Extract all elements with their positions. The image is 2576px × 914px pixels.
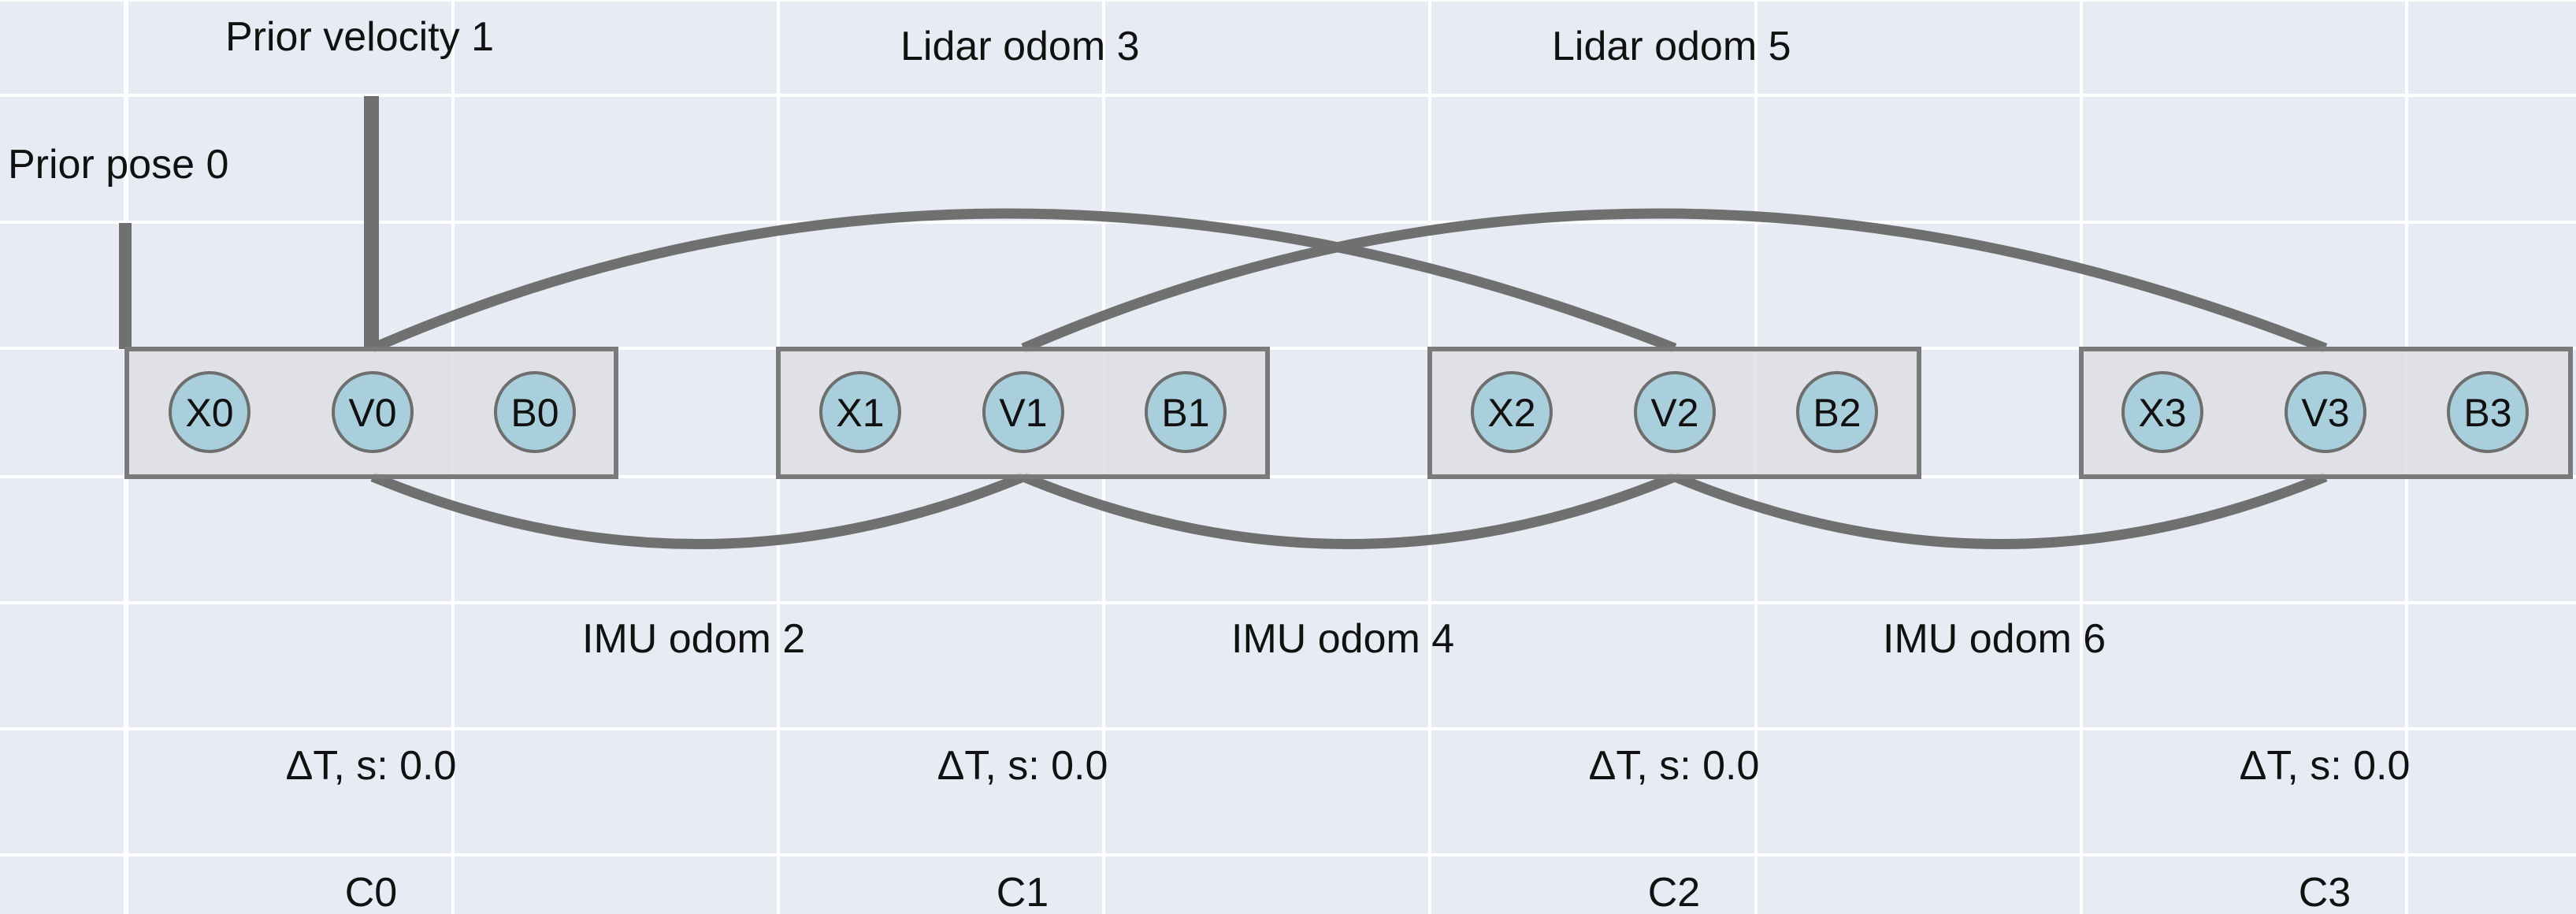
variable-group-1: X1 V1 B1 bbox=[776, 347, 1270, 479]
velocity-node[interactable] bbox=[332, 371, 414, 453]
node-label: V1 bbox=[999, 391, 1047, 435]
imu-odom-edge-2 bbox=[370, 471, 1026, 549]
dt-label-1: ΔT, s: 0.0 bbox=[937, 743, 1108, 789]
lidar-odom-edge-3 bbox=[370, 208, 1677, 354]
imu-odom-edges bbox=[370, 471, 2328, 549]
velocity-node[interactable] bbox=[2285, 371, 2366, 453]
prior-pose-factor-bar bbox=[119, 223, 132, 349]
column-label-1: C1 bbox=[997, 870, 1049, 914]
bias-node[interactable] bbox=[2447, 371, 2529, 453]
node-label: B1 bbox=[1161, 391, 1209, 435]
bias-node[interactable] bbox=[494, 371, 576, 453]
column-label-0: C0 bbox=[345, 870, 397, 914]
pose-node[interactable] bbox=[169, 371, 251, 453]
node-label: X2 bbox=[1487, 391, 1535, 435]
node-label: B2 bbox=[1813, 391, 1861, 435]
node-label: V3 bbox=[2301, 391, 2349, 435]
column-label-3: C3 bbox=[2299, 870, 2351, 914]
variable-group-3: X3 V3 B3 bbox=[2079, 347, 2573, 479]
node-label: B0 bbox=[510, 391, 559, 435]
prior-velocity-factor-bar bbox=[364, 96, 379, 349]
bias-node[interactable] bbox=[1796, 371, 1878, 453]
prior-velocity-label: Prior velocity 1 bbox=[225, 14, 494, 60]
imu-odom-edge-4 bbox=[1021, 471, 1677, 549]
lidar-odom-edges bbox=[370, 208, 2328, 354]
imu-odom-label-2: IMU odom 2 bbox=[582, 616, 805, 662]
node-label: V0 bbox=[348, 391, 396, 435]
pose-node[interactable] bbox=[2121, 371, 2203, 453]
node-label: X3 bbox=[2138, 391, 2186, 435]
imu-odom-edge-6 bbox=[1672, 471, 2328, 549]
dt-label-2: ΔT, s: 0.0 bbox=[1589, 743, 1760, 789]
variable-group-0: X0 V0 B0 bbox=[124, 347, 618, 479]
dt-label-0: ΔT, s: 0.0 bbox=[286, 743, 457, 789]
pose-node[interactable] bbox=[819, 371, 901, 453]
imu-odom-label-6: IMU odom 6 bbox=[1883, 616, 2106, 662]
node-label: X1 bbox=[836, 391, 884, 435]
variable-group-2: X2 V2 B2 bbox=[1427, 347, 1921, 479]
node-label: X0 bbox=[185, 391, 233, 435]
dt-label-3: ΔT, s: 0.0 bbox=[2240, 743, 2411, 789]
prior-pose-label: Prior pose 0 bbox=[8, 142, 228, 188]
lidar-odom-label-3: Lidar odom 3 bbox=[900, 24, 1140, 69]
lidar-odom-edge-5 bbox=[1021, 208, 2328, 354]
node-label: V2 bbox=[1650, 391, 1698, 435]
lidar-odom-label-5: Lidar odom 5 bbox=[1552, 24, 1791, 69]
column-label-2: C2 bbox=[1648, 870, 1700, 914]
velocity-node[interactable] bbox=[1634, 371, 1716, 453]
node-label: B3 bbox=[2463, 391, 2511, 435]
imu-odom-label-4: IMU odom 4 bbox=[1231, 616, 1454, 662]
bias-node[interactable] bbox=[1145, 371, 1227, 453]
velocity-node[interactable] bbox=[982, 371, 1064, 453]
pose-node[interactable] bbox=[1471, 371, 1553, 453]
